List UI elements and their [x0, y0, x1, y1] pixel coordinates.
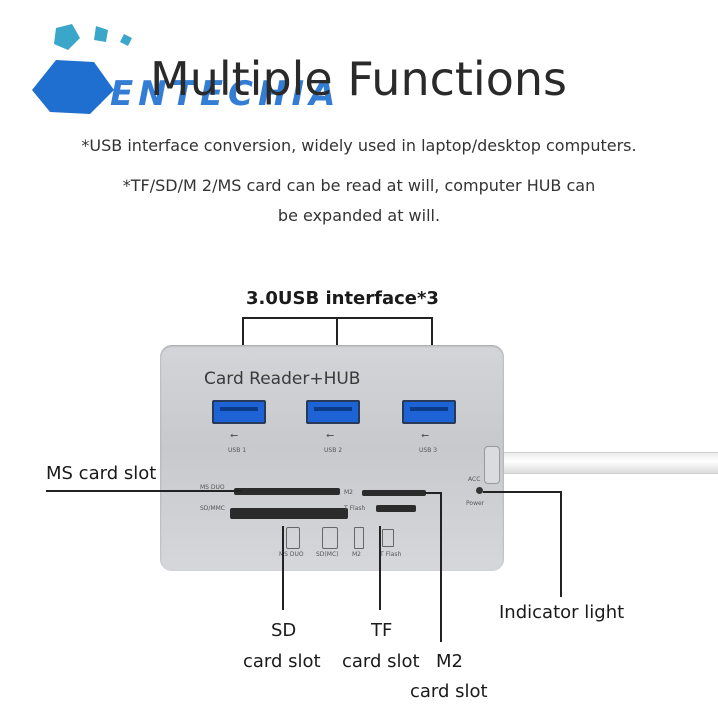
- tf-card-slot: [376, 505, 416, 512]
- sd-card-icon: [322, 527, 338, 549]
- description-line-3: be expanded at will.: [277, 206, 441, 225]
- icon-caption: MS DUO: [279, 551, 304, 558]
- m2-card-slot: [362, 490, 426, 496]
- m2-callout-line-h: [425, 492, 441, 494]
- page-title: Multiple Functions: [150, 52, 567, 106]
- m2-callout-label-1: M2: [436, 651, 463, 672]
- sd-mmc-label: SD/MMC: [200, 505, 225, 512]
- usb-callout-label: 3.0USB interface*3: [246, 288, 439, 309]
- cable-strain-relief: [484, 446, 500, 484]
- usb-port-label: USB 1: [228, 447, 247, 454]
- usb-port-label: USB 3: [419, 447, 438, 454]
- card-reader-hub: [160, 345, 504, 571]
- ms-card-slot: [234, 488, 340, 495]
- tf-callout-line: [379, 526, 381, 610]
- ms-duo-label: MS DUO: [200, 484, 225, 491]
- icon-caption: SD(MC): [316, 551, 339, 558]
- sd-card-slot: [230, 508, 348, 519]
- usb-symbol-icon: ⭠: [326, 430, 334, 441]
- indicator-callout-line-h: [483, 491, 561, 493]
- ms-callout-label: MS card slot: [46, 463, 157, 484]
- usb-port-label: USB 2: [324, 447, 343, 454]
- power-label: Power: [466, 500, 485, 507]
- indicator-callout-label: Indicator light: [499, 602, 625, 623]
- logo-text: CENTECHIA: [80, 74, 341, 114]
- logo-mark-icon: [32, 24, 132, 114]
- ms-callout-line: [46, 490, 242, 492]
- usb-port-1: [212, 400, 266, 424]
- usb-symbol-icon: ⭠: [230, 430, 238, 441]
- usb-port-3: [402, 400, 456, 424]
- m2-callout-line-v: [440, 492, 442, 642]
- sd-callout-line: [282, 526, 284, 610]
- brand-logo: CENTECHIA: [28, 20, 335, 120]
- usb-cable: [504, 452, 718, 474]
- sd-callout-label-1: SD: [271, 620, 297, 641]
- icon-caption: T Flash: [380, 551, 402, 558]
- ms-duo-card-icon: [286, 527, 300, 549]
- sd-callout-label-2: card slot: [243, 651, 321, 672]
- description-line-1: *USB interface conversion, widely used i…: [81, 136, 637, 155]
- acc-label: ACC: [468, 476, 481, 483]
- tf-callout-label-2: card slot: [342, 651, 420, 672]
- m2-card-icon: [354, 527, 364, 549]
- m2-label: M2: [344, 489, 353, 496]
- indicator-callout-line-v: [560, 491, 562, 597]
- m2-callout-label-2: card slot: [410, 681, 488, 702]
- usb-port-2: [306, 400, 360, 424]
- description-line-2: *TF/SD/M 2/MS card can be read at will, …: [122, 176, 596, 195]
- tf-flash-label: T Flash: [344, 505, 366, 512]
- indicator-light: [476, 487, 483, 494]
- icon-caption: M2: [352, 551, 361, 558]
- tf-callout-label-1: TF: [371, 620, 393, 641]
- tf-card-icon: [382, 529, 394, 547]
- device-title: Card Reader+HUB: [204, 369, 361, 389]
- usb-symbol-icon: ⭠: [421, 430, 429, 441]
